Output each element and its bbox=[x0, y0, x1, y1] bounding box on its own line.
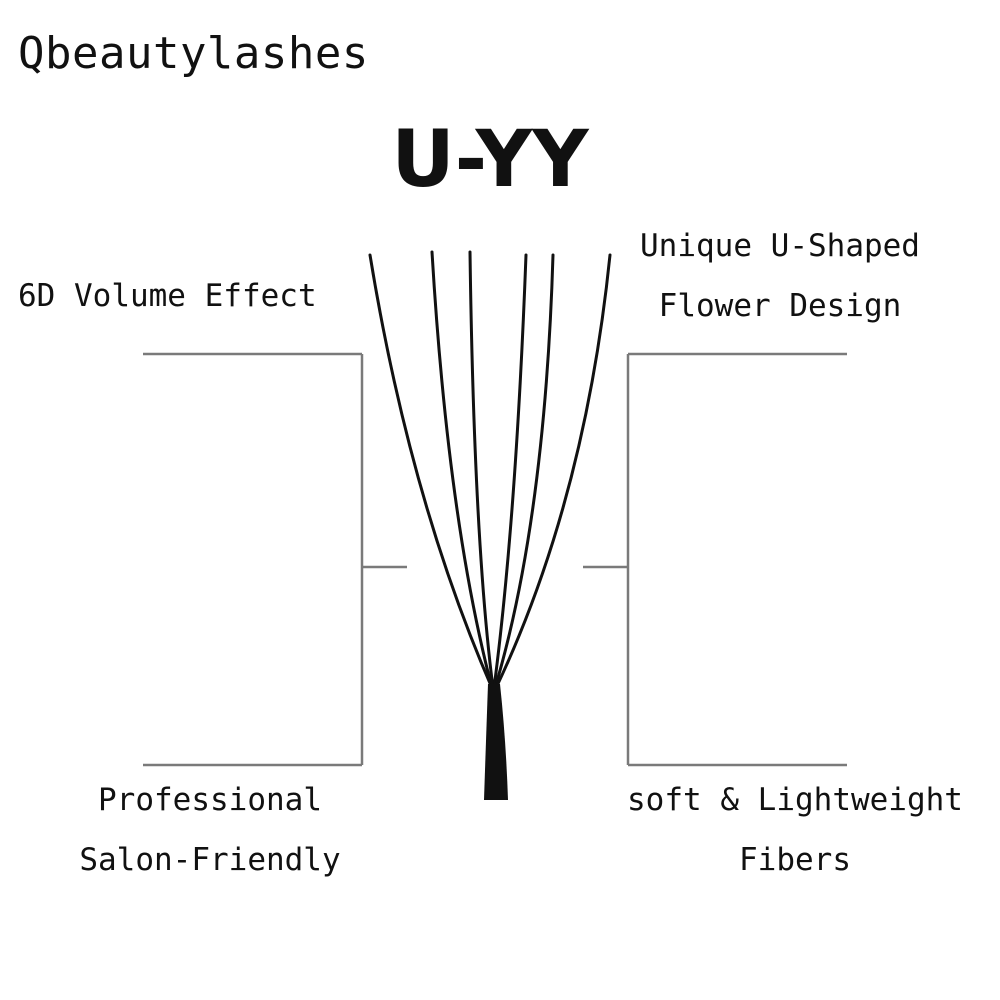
lash-fiber bbox=[493, 253, 555, 690]
lash-base bbox=[484, 684, 508, 800]
lash-fiber bbox=[368, 253, 494, 690]
feature-top-right: Unique U-Shaped Flower Design bbox=[600, 228, 960, 324]
lash-fiber bbox=[494, 253, 612, 690]
lash-fiber bbox=[468, 250, 495, 690]
lash-fan-illustration bbox=[368, 250, 612, 690]
feature-text: Unique U-Shaped bbox=[640, 228, 920, 264]
lash-fiber bbox=[492, 253, 528, 690]
left-bracket bbox=[143, 352, 407, 767]
feature-text: soft & Lightweight bbox=[627, 782, 963, 818]
lash-fiber bbox=[430, 250, 494, 690]
feature-text: Flower Design bbox=[658, 288, 902, 324]
feature-bottom-left: Professional Salon-Friendly bbox=[40, 782, 380, 878]
right-bracket bbox=[583, 352, 847, 767]
brand-name: Qbeautylashes bbox=[18, 28, 369, 79]
feature-top-left: 6D Volume Effect bbox=[18, 278, 317, 314]
feature-text: Fibers bbox=[739, 842, 851, 878]
feature-text: Salon-Friendly bbox=[79, 842, 341, 878]
feature-text: 6D Volume Effect bbox=[18, 278, 317, 314]
product-title: U-YY bbox=[391, 115, 589, 205]
feature-text: Professional bbox=[98, 782, 322, 818]
feature-bottom-right: soft & Lightweight Fibers bbox=[600, 782, 990, 878]
